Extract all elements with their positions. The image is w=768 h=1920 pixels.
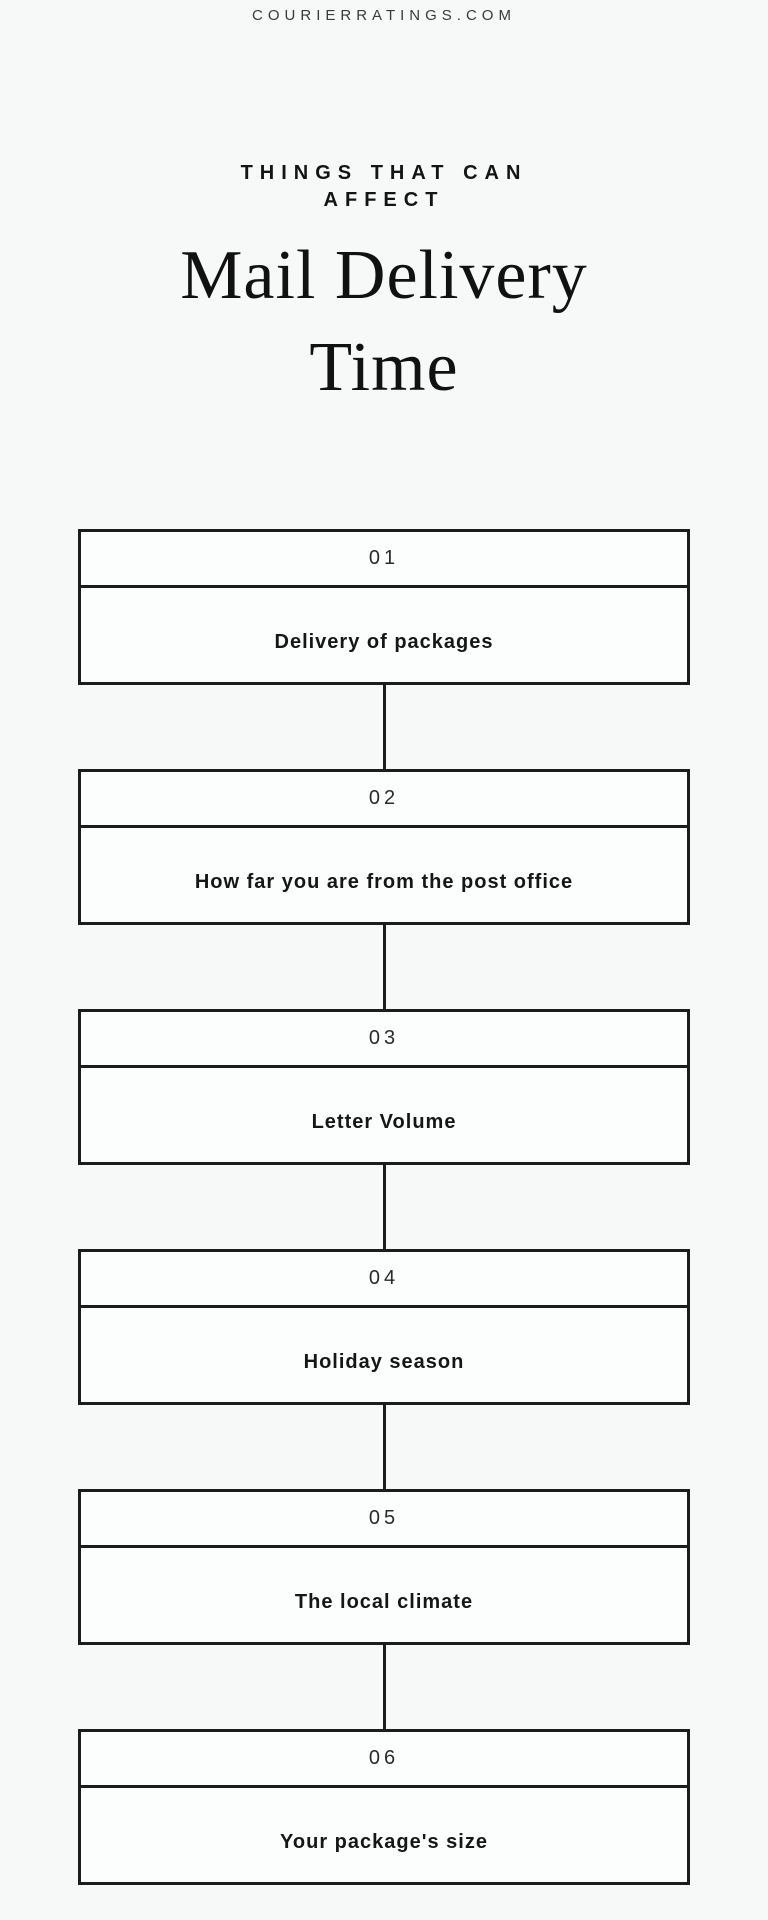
page-title: Mail Delivery Time	[180, 237, 588, 406]
flow-step: 03 Letter Volume	[78, 1009, 690, 1249]
step-label: Delivery of packages	[274, 630, 494, 653]
step-box: 01 Delivery of packages	[78, 529, 690, 685]
step-number: 04	[81, 1252, 687, 1308]
step-label: Letter Volume	[311, 1110, 457, 1133]
step-label: Holiday season	[303, 1350, 465, 1373]
kicker-heading: THINGS THAT CAN AFFECT	[240, 162, 528, 211]
connector-line	[382, 1405, 386, 1489]
flow-step: 04 Holiday season	[78, 1249, 690, 1489]
step-number: 05	[81, 1492, 687, 1548]
flow-diagram: 01 Delivery of packages 02 How far you a…	[78, 529, 690, 1885]
step-number: 01	[81, 532, 687, 588]
step-box: 03 Letter Volume	[78, 1009, 690, 1165]
step-number: 06	[81, 1732, 687, 1788]
step-box: 05 The local climate	[78, 1489, 690, 1645]
connector-line	[382, 1645, 386, 1729]
step-box: 02 How far you are from the post office	[78, 769, 690, 925]
step-label: The local climate	[294, 1590, 474, 1613]
site-url-label: COURIERRATINGS.COM	[252, 7, 516, 24]
flow-step: 05 The local climate	[78, 1489, 690, 1729]
step-label: Your package's size	[280, 1830, 488, 1853]
step-number: 03	[81, 1012, 687, 1068]
step-box: 06 Your package's size	[78, 1729, 690, 1885]
step-label: How far you are from the post office	[194, 870, 574, 893]
connector-line	[382, 1165, 386, 1249]
connector-line	[382, 925, 386, 1009]
step-box: 04 Holiday season	[78, 1249, 690, 1405]
connector-line	[382, 685, 386, 769]
flow-step: 06 Your package's size	[78, 1729, 690, 1885]
flow-step: 02 How far you are from the post office	[78, 769, 690, 1009]
step-number: 02	[81, 772, 687, 828]
flow-step: 01 Delivery of packages	[78, 529, 690, 769]
